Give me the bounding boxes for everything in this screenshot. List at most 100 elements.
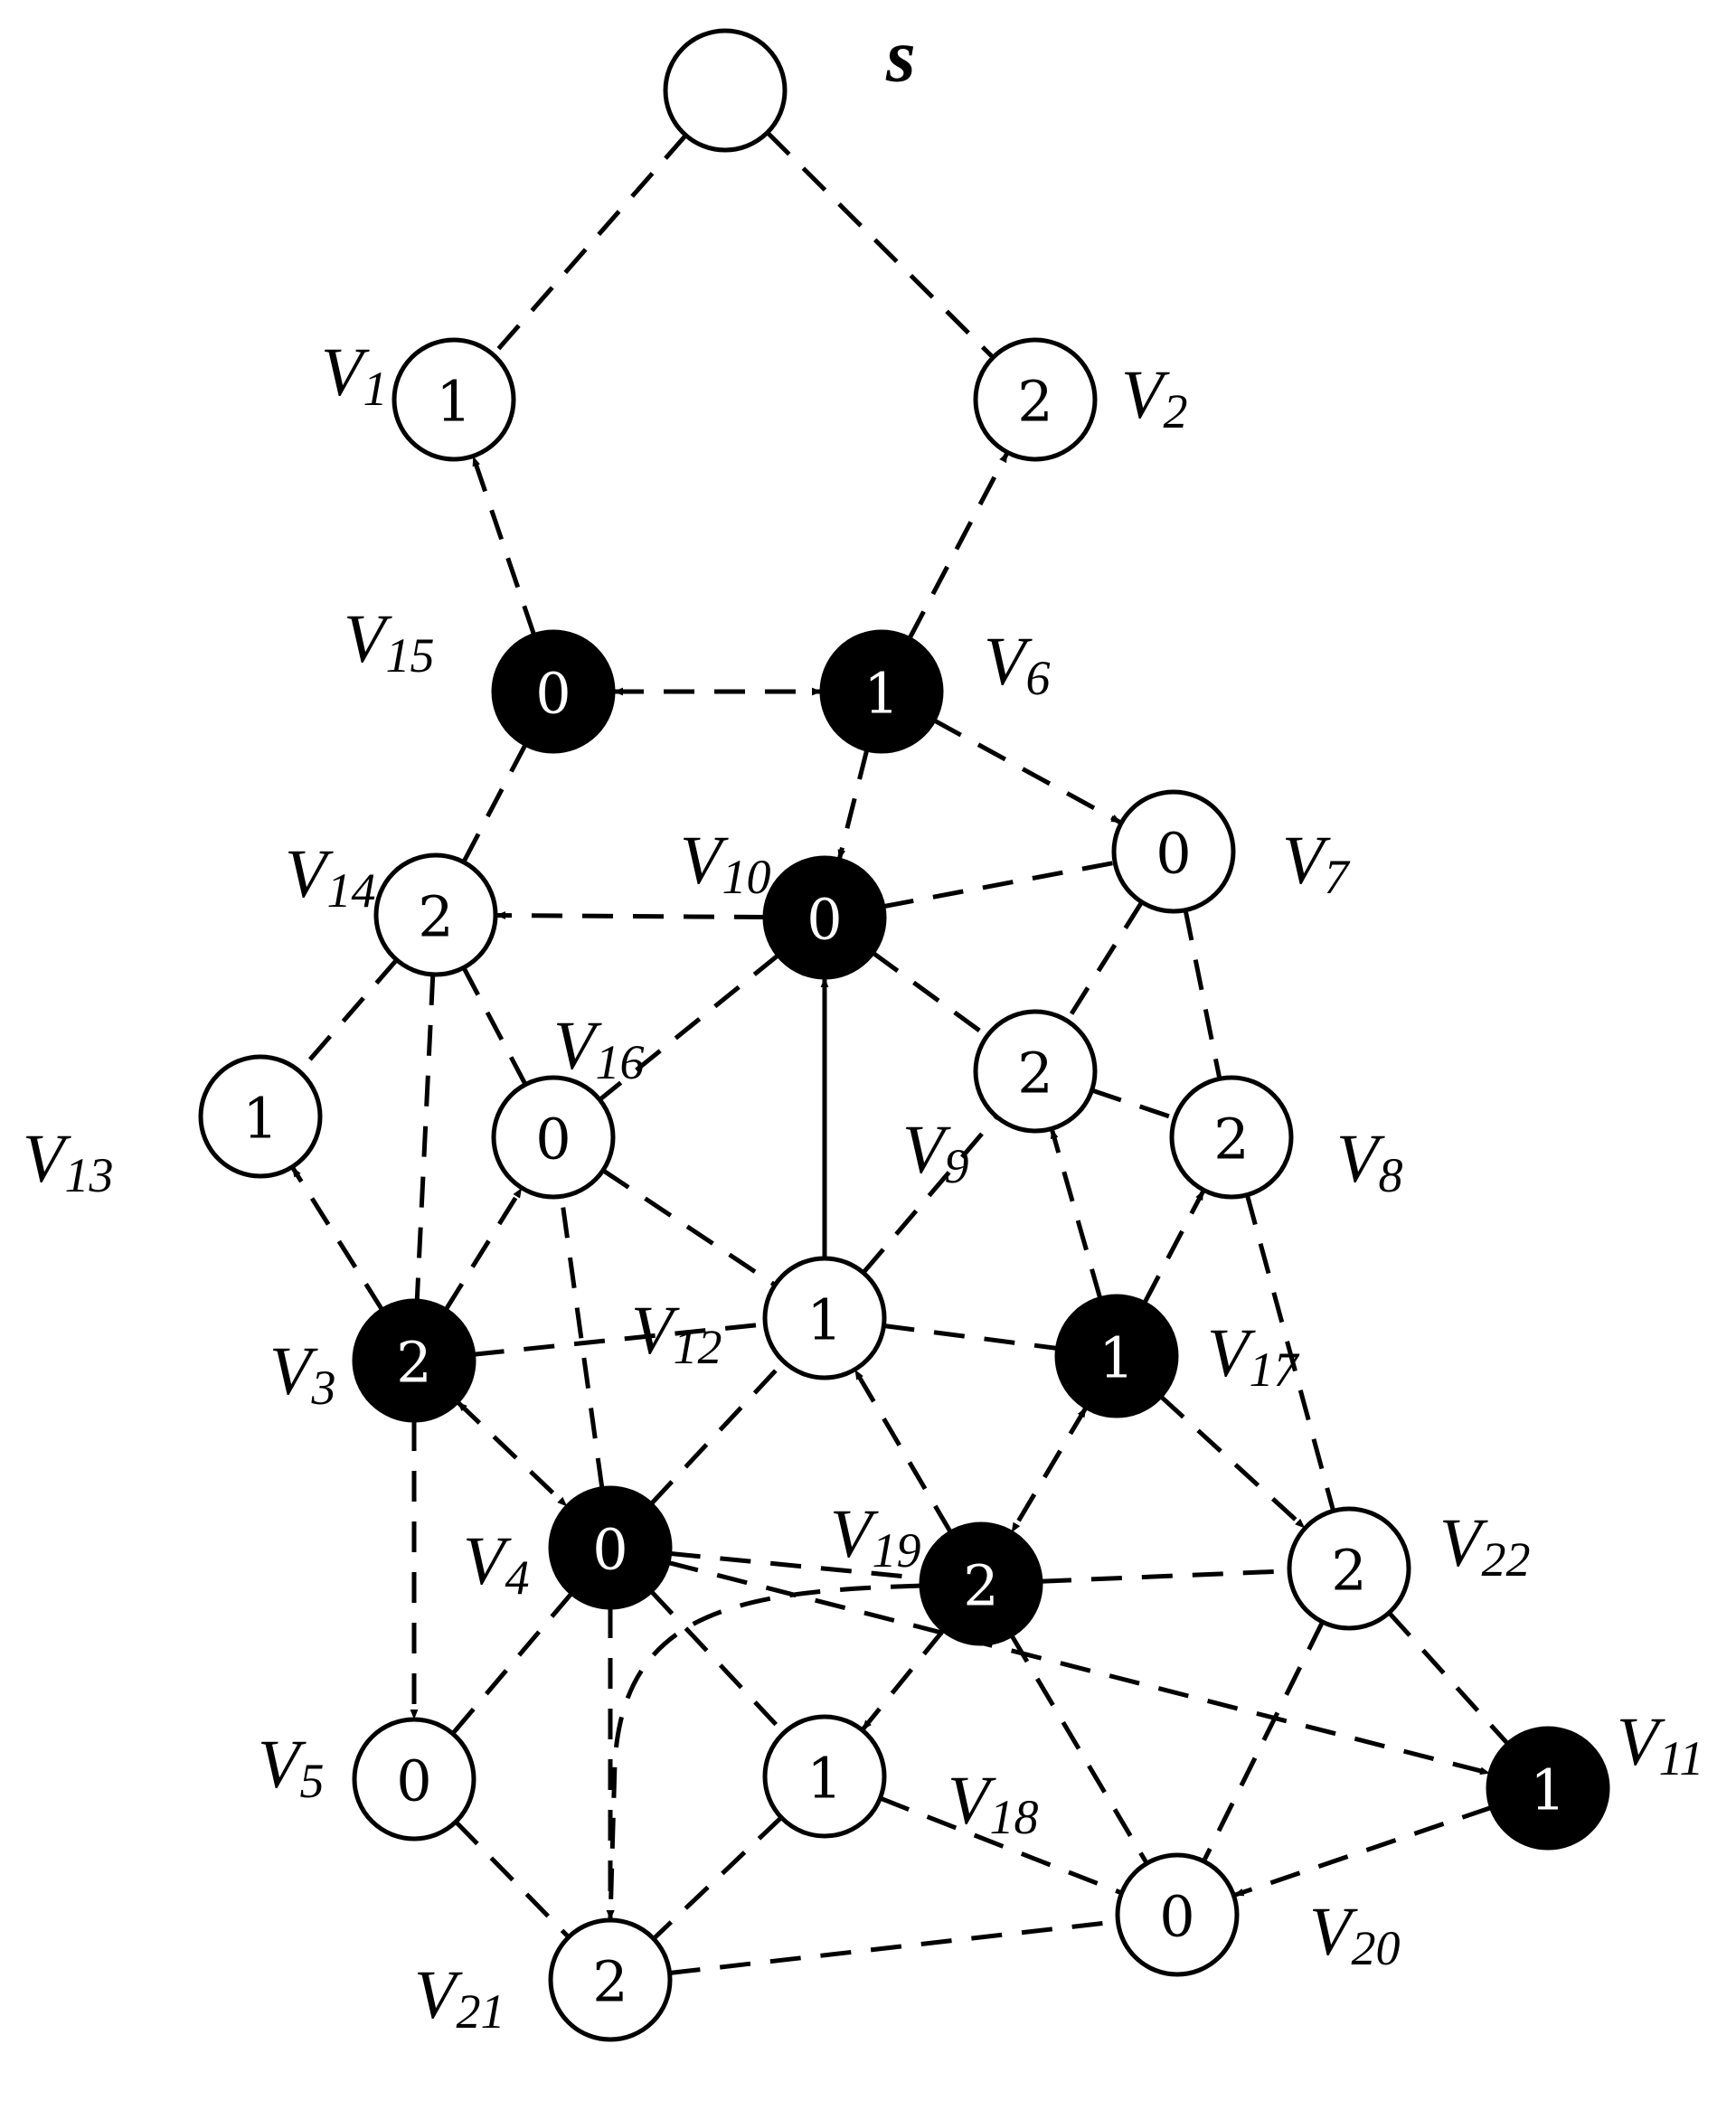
edge-V17-V19 (1009, 1406, 1089, 1534)
edge-V4-V11 (667, 1559, 1491, 1776)
edge-s-V2 (765, 130, 995, 360)
node-V19: 2 V19 (830, 1496, 1043, 1646)
edge-V19-V20 (1009, 1634, 1149, 1865)
edge-V5-V21 (454, 1820, 571, 1939)
node-label: V20 (1309, 1894, 1400, 1975)
node-label: V14 (285, 836, 375, 918)
edge-V19-V12 (853, 1368, 953, 1534)
edge-V14-V13 (297, 958, 399, 1073)
edge-V15-V14 (461, 743, 528, 863)
node-value: 2 (1017, 1041, 1052, 1107)
node-V4: 0 V4 (463, 1485, 673, 1610)
node-label: V22 (1439, 1505, 1530, 1587)
edge-V3-V4 (456, 1399, 569, 1509)
node-circle (352, 1717, 476, 1842)
edge-V22-V20 (1202, 1621, 1325, 1862)
node-value: 1 (436, 369, 471, 435)
edge-V17-V9 (1049, 1127, 1103, 1300)
edge-V12-V17 (883, 1323, 1058, 1351)
edge-V6-V10 (836, 749, 870, 861)
node-label: V12 (631, 1293, 722, 1374)
node-value: 0 (535, 661, 571, 727)
node-V3: 2V3 (269, 1298, 476, 1423)
edge-V17-V8 (1142, 1189, 1206, 1305)
edge-V4-V5 (450, 1591, 574, 1736)
node-V12: 1 V12 (631, 1256, 887, 1380)
node-value: 1 (1530, 1757, 1565, 1823)
node-label: V7 (1282, 823, 1350, 904)
node-V9: 2V9 (902, 1009, 1098, 1193)
node-value: 1 (242, 1086, 278, 1152)
node-label: V17 (1207, 1315, 1299, 1397)
node-V20: 0 V20 (1115, 1852, 1400, 1977)
node-label: V4 (463, 1523, 529, 1605)
node-value: 0 (592, 1517, 627, 1583)
edge-V7-V9 (1065, 900, 1144, 1022)
edge-V21-V20 (669, 1919, 1118, 1975)
node-label: V5 (258, 1727, 324, 1808)
node-circle (1115, 1852, 1240, 1977)
edge-V10-V9 (871, 950, 989, 1039)
node-circle (762, 1256, 887, 1380)
node-value: 1 (807, 1746, 842, 1812)
edge-V17-V22 (1159, 1394, 1307, 1531)
node-circle (663, 28, 788, 153)
edge-V9-V8 (1090, 1088, 1176, 1121)
node-circle (973, 1009, 1098, 1134)
edge-V14-V16 (461, 966, 528, 1086)
node-circle (1287, 1506, 1411, 1631)
edge-V10-V7 (882, 860, 1116, 909)
node-circle (1486, 1726, 1610, 1851)
node-s: s (663, 14, 916, 153)
node-value: 0 (1159, 1884, 1194, 1950)
edge-V18-V20 (879, 1795, 1123, 1896)
edge-V12-V9 (861, 1115, 999, 1275)
node-value: 2 (963, 1553, 998, 1619)
node-value: 1 (807, 1287, 842, 1353)
node-V15: 0 V15 (344, 601, 616, 754)
edge-V16-V12 (601, 1168, 777, 1287)
node-label: V15 (344, 601, 434, 683)
node-label: V8 (1336, 1121, 1402, 1202)
edge-V10-V14 (495, 911, 766, 920)
node-circle (1169, 1075, 1294, 1200)
edge-V4-V12 (649, 1360, 786, 1506)
edge-V7-V8 (1183, 909, 1222, 1079)
node-label: s (885, 14, 916, 98)
node-circle (352, 1298, 476, 1423)
node-circle (762, 1714, 887, 1839)
node-value: 2 (1017, 369, 1052, 435)
edge-V18-V21 (652, 1815, 783, 1941)
edge-V6-V7 (932, 718, 1123, 825)
node-label: V9 (902, 1112, 968, 1193)
node-circle (548, 1485, 673, 1610)
node-value: 0 (396, 1748, 431, 1814)
node-value: 2 (418, 884, 453, 950)
node-circle (491, 1075, 616, 1200)
edge-V8-V22 (1244, 1194, 1336, 1512)
node-value: 1 (1099, 1325, 1134, 1391)
node-circle (919, 1521, 1043, 1646)
edge-V22-V11 (1387, 1611, 1510, 1746)
node-label: V19 (830, 1496, 920, 1578)
edge-V4-V19 (669, 1550, 922, 1581)
node-label: V10 (680, 823, 770, 904)
node-label: V6 (984, 624, 1050, 705)
node-circle (491, 629, 616, 754)
node-circle (392, 337, 516, 462)
node-circle (819, 629, 944, 754)
node-circle (548, 1917, 673, 2042)
node-value: 0 (807, 887, 842, 953)
node-value: 2 (1213, 1107, 1249, 1173)
edge-V4-V18 (649, 1589, 786, 1735)
node-circle (1111, 789, 1236, 914)
